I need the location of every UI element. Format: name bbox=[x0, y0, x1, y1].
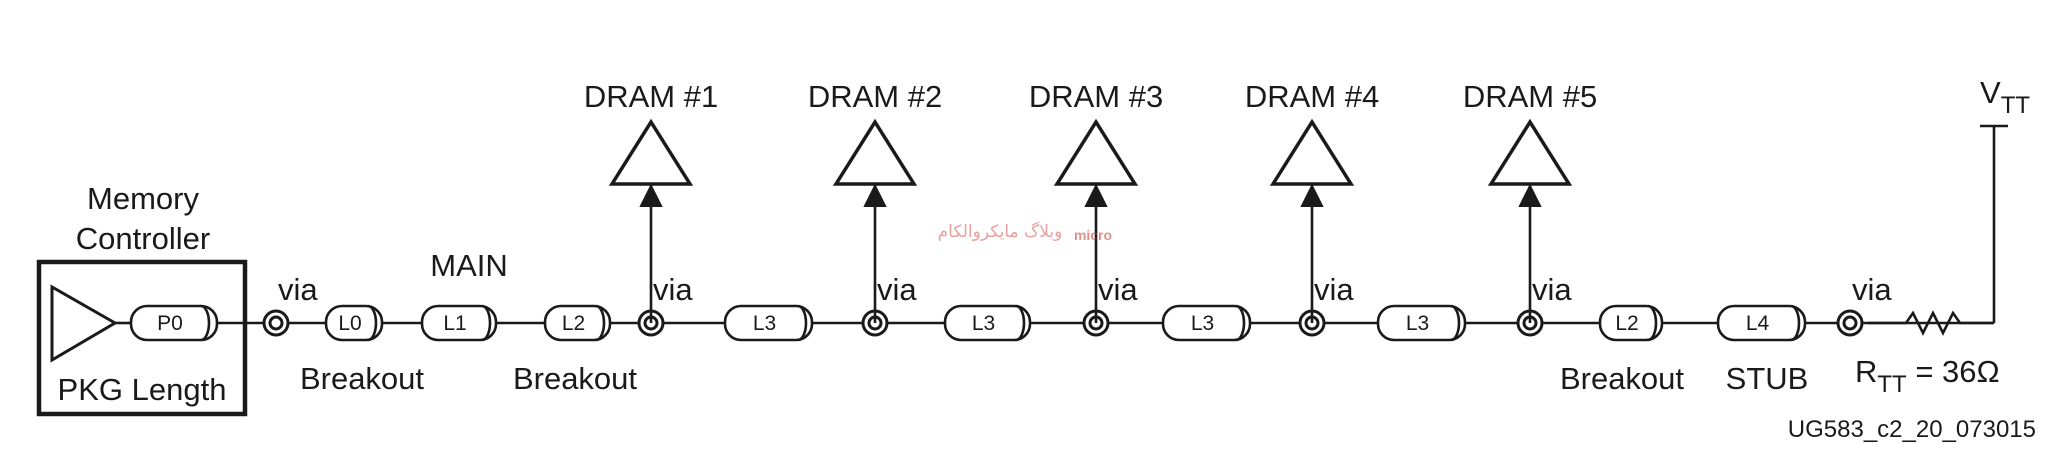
segment-7: L3 bbox=[1376, 304, 1467, 342]
main-label: MAIN bbox=[430, 248, 508, 283]
controller-box bbox=[36, 259, 248, 417]
breakout-label-3: Breakout bbox=[1560, 361, 1684, 396]
driver-triangle-icon bbox=[50, 284, 118, 363]
dram-4: DRAM #4 bbox=[1245, 79, 1379, 323]
via-1: via bbox=[262, 272, 318, 337]
segment-3: L2 bbox=[543, 304, 612, 342]
via-4: via bbox=[1082, 272, 1138, 337]
via-label: via bbox=[1314, 272, 1354, 307]
segment-label: L2 bbox=[562, 312, 585, 335]
controller-title-line2: Controller bbox=[76, 221, 210, 256]
segment-p0-label: P0 bbox=[157, 312, 183, 335]
segment-6: L3 bbox=[1161, 304, 1252, 342]
dram-3: DRAM #3 bbox=[1029, 79, 1163, 323]
dram-label: DRAM #4 bbox=[1245, 79, 1379, 114]
segment-9: L4 bbox=[1716, 304, 1807, 342]
dram-5: DRAM #5 bbox=[1463, 79, 1597, 323]
via-label: via bbox=[653, 272, 693, 307]
dram-label: DRAM #2 bbox=[808, 79, 942, 114]
segment-label: L3 bbox=[972, 312, 995, 335]
watermark-logo: micro bbox=[1074, 227, 1112, 243]
segments: L0 L1 L2 L3 L3 L3 L3 L2 L4 bbox=[324, 304, 1807, 342]
controller-title-line1: Memory bbox=[87, 181, 199, 216]
segment-2: L1 bbox=[420, 304, 498, 342]
watermark-text: وبلاگ مایکروالکام bbox=[938, 221, 1063, 242]
via-3: via bbox=[861, 272, 917, 337]
via-2: via bbox=[637, 272, 693, 337]
figure-id: UG583_c2_20_073015 bbox=[1788, 416, 2036, 443]
via-6: via bbox=[1516, 272, 1572, 337]
pkg-length-label: PKG Length bbox=[58, 372, 227, 407]
segment-1: L0 bbox=[324, 304, 384, 342]
dram-1: DRAM #1 bbox=[584, 79, 718, 323]
breakout-label-2: Breakout bbox=[513, 361, 637, 396]
memory-controller: Memory Controller P0 PKG Length bbox=[36, 181, 248, 417]
via-7: via bbox=[1836, 272, 1892, 337]
dram-label: DRAM #1 bbox=[584, 79, 718, 114]
receiver-triangle-icon bbox=[1487, 118, 1573, 186]
segment-label: L3 bbox=[1191, 312, 1214, 335]
segment-8: L2 bbox=[1598, 304, 1664, 342]
receiver-triangle-icon bbox=[832, 118, 918, 186]
termination: VTT RTT = 36Ω bbox=[1855, 75, 2030, 398]
via-label: via bbox=[877, 272, 917, 307]
receiver-triangle-icon bbox=[608, 118, 694, 186]
via-label: via bbox=[1532, 272, 1572, 307]
resistor-icon bbox=[1868, 310, 1994, 336]
stub-label: STUB bbox=[1726, 361, 1809, 396]
dram-label: DRAM #3 bbox=[1029, 79, 1163, 114]
segment-p0: P0 bbox=[129, 304, 219, 342]
via-label: via bbox=[1852, 272, 1892, 307]
vtt-label: VTT bbox=[1980, 75, 2030, 119]
via-5: via bbox=[1298, 272, 1354, 337]
dram-2: DRAM #2 bbox=[808, 79, 942, 323]
segment-4: L3 bbox=[723, 304, 814, 342]
segment-label: L2 bbox=[1615, 312, 1638, 335]
rtt-label: RTT = 36Ω bbox=[1855, 354, 2000, 398]
segment-label: L4 bbox=[1746, 312, 1770, 335]
segment-label: L3 bbox=[1406, 312, 1429, 335]
breakout-label-1: Breakout bbox=[300, 361, 424, 396]
via-label: via bbox=[278, 272, 318, 307]
dram-label: DRAM #5 bbox=[1463, 79, 1597, 114]
watermark: وبلاگ مایکروالکام micro bbox=[938, 221, 1112, 243]
via-label: via bbox=[1098, 272, 1138, 307]
segment-label: L1 bbox=[443, 312, 466, 335]
segment-label: L0 bbox=[338, 312, 361, 335]
receiver-triangle-icon bbox=[1269, 118, 1355, 186]
drams: DRAM #1 DRAM #2 DRAM #3 DRAM #4 DRAM #5 bbox=[584, 79, 1597, 323]
receiver-triangle-icon bbox=[1053, 118, 1139, 186]
segment-label: L3 bbox=[753, 312, 776, 335]
segment-5: L3 bbox=[943, 304, 1032, 342]
